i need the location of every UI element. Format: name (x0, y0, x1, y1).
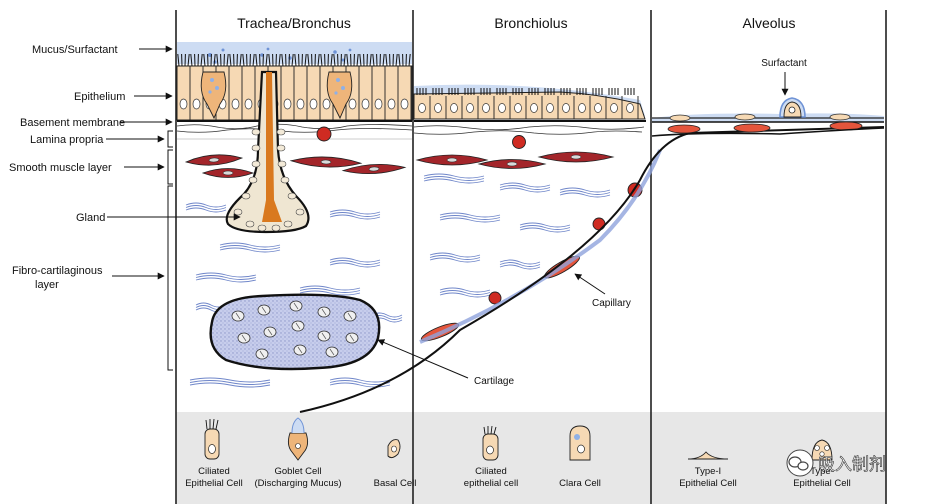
trachea-panel (176, 42, 413, 388)
label-smooth: Smooth muscle layer (9, 162, 112, 174)
label-epithelium: Epithelium (74, 91, 125, 103)
ciliated-cell-2-icon (482, 425, 499, 461)
type1-cell-icon (687, 451, 729, 460)
trachea-smooth-muscle (184, 154, 407, 178)
label-basement: Basement membrane (20, 117, 125, 129)
cartilage (209, 293, 381, 371)
title-alveolus: Alveolus (743, 15, 796, 31)
label-fibro-1: Fibro-cartilaginous (12, 265, 103, 277)
watermark: 吸入制剂 (786, 449, 886, 477)
mucus-layer (177, 42, 412, 64)
label-mucus: Mucus/Surfactant (32, 44, 118, 56)
label-gland: Gland (76, 212, 105, 224)
panel-dividers (175, 10, 887, 504)
ciliated-cell-icon (204, 418, 220, 460)
type2-cell-icon (811, 439, 833, 461)
goblet-cells (200, 71, 353, 120)
legend-icons (204, 417, 833, 461)
legend-band (176, 412, 886, 504)
alveolus-panel (651, 97, 885, 137)
left-labels: Mucus/Surfactant Epithelium Basement mem… (9, 44, 241, 371)
alveolus-capillaries (667, 121, 863, 134)
trachea-capillary (316, 126, 332, 142)
label-lamina: Lamina propria (30, 134, 104, 146)
legend-clara: Clara Cell (559, 478, 601, 489)
title-bronchiolus: Bronchiolus (494, 15, 567, 31)
legend-basal: Basal Cell (374, 478, 417, 489)
title-trachea: Trachea/Bronchus (237, 15, 351, 31)
clara-cell-icon (569, 425, 591, 461)
gland (225, 70, 310, 234)
airway-outer-boundary (299, 126, 885, 413)
legend-goblet: Goblet Cell(Discharging Mucus) (254, 466, 341, 489)
label-fibro-2: layer (35, 279, 59, 291)
label-capillary: Capillary (592, 298, 631, 309)
label-cartilage: Cartilage (474, 376, 514, 387)
goblet-cell-icon (287, 417, 309, 461)
alveolus-type2-cell (779, 97, 806, 118)
watermark-text: 吸入制剂 (818, 455, 886, 475)
legend-type2: Type-Epithelial Cell (793, 466, 851, 489)
label-surfactant: Surfactant (761, 58, 807, 69)
bronchiolus-panel (413, 84, 662, 344)
chat-bubble-icon (788, 456, 809, 471)
basal-cell-icon (387, 439, 401, 459)
